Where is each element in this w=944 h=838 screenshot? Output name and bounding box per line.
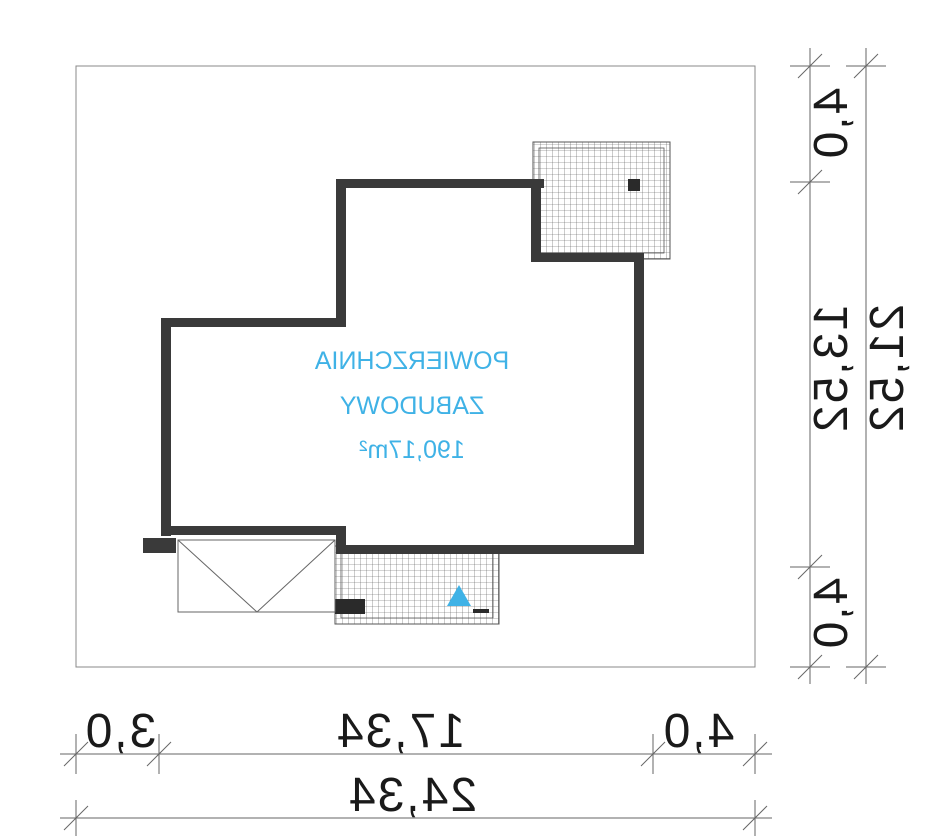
area-label-line1: POWIERZCHNIA [314, 347, 510, 375]
entrance-marker [447, 585, 471, 606]
dim-bottom-right: 4,0 [661, 705, 735, 758]
building-walls [143, 179, 644, 554]
dim-right-middle: 13,52 [805, 303, 858, 435]
dim-right-bottom: 4,0 [805, 577, 858, 651]
dim-bottom-left: 3,0 [83, 705, 157, 758]
dim-right-total: 21,52 [861, 303, 914, 435]
building-outline [161, 179, 641, 551]
dim-bottom-middle: 17,34 [334, 705, 466, 758]
column-marker [628, 179, 640, 191]
carport-outline [177, 539, 336, 613]
plot-boundary [75, 65, 756, 668]
step-block [335, 599, 365, 614]
small-block [473, 609, 489, 613]
area-label-value: 190,17m² [359, 436, 465, 464]
dim-right-top: 4,0 [805, 87, 858, 161]
bottom-dimension-lines [60, 734, 772, 836]
terrace-top-right [532, 141, 671, 260]
dim-bottom-total: 24,34 [346, 769, 478, 822]
area-label-line2: ZABUDOWY [339, 392, 485, 420]
right-dimension-lines [790, 48, 886, 684]
